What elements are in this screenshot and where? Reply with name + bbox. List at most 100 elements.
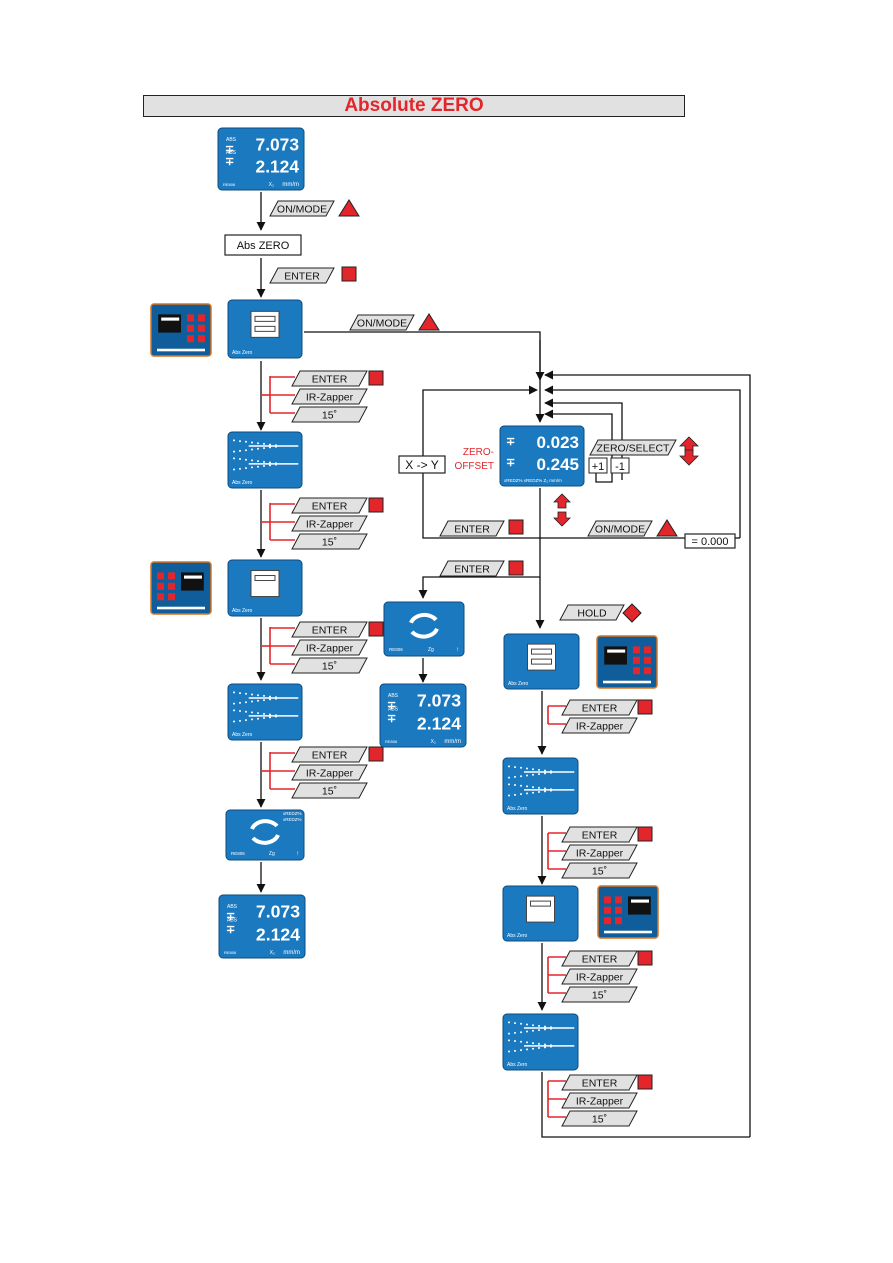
angle-key: 15˚ [291, 533, 368, 550]
device-key [633, 656, 640, 664]
mode-triangle-icon [338, 199, 360, 217]
loop-top-text: xREDZ% [283, 817, 302, 822]
equals-zero-label: = 0.000 [691, 536, 728, 548]
trace-dot [239, 449, 241, 452]
enter-key: ENTER [561, 699, 638, 716]
angle-key: 15˚ [561, 986, 638, 1003]
device-display-line [607, 649, 626, 653]
enter-key: ENTER [291, 370, 368, 387]
trace-dot [514, 784, 516, 787]
device-slot [254, 575, 276, 582]
device-key [187, 314, 194, 322]
trace-dot [275, 697, 277, 700]
corner-text: RE806 [385, 739, 398, 744]
trace-dot [532, 786, 534, 789]
device-key [644, 646, 651, 654]
axis-icon: ∓ [226, 924, 235, 936]
key-label: IR-Zapper [306, 519, 354, 531]
key-label: IR-Zapper [306, 768, 354, 780]
ir-zapper-key: IR-Zapper [561, 968, 638, 985]
menu-box: Abs ZERO [224, 234, 302, 256]
arrow-down-icon [553, 511, 571, 527]
unit-text: mm/m [444, 739, 461, 745]
trace-dot [257, 442, 259, 445]
corner-text: RE806 [223, 182, 236, 187]
device-key [198, 314, 205, 322]
ir-zapper-key: IR-Zapper [561, 844, 638, 861]
offset-bottom: xREDZ% xREDZ% Z₂ mm/m [504, 478, 562, 483]
flow-line [418, 538, 541, 599]
key-shape [561, 1110, 638, 1127]
mode-triangle-icon [656, 519, 678, 537]
trace-dot [239, 719, 241, 722]
trace-dot [233, 720, 235, 723]
hold-diamond-icon [622, 603, 642, 623]
device-icon [250, 570, 280, 598]
trace-dot [239, 467, 241, 470]
screen-footer: Abs Zero [232, 608, 253, 614]
trace-dot [251, 459, 253, 462]
axis-text: X₂ [431, 739, 436, 745]
trace-dot [532, 768, 534, 771]
on-mode-key: ON/MODE [269, 200, 335, 217]
loop-top-text: xREDZ% [283, 811, 302, 816]
key-shape [291, 388, 368, 405]
axis-text: X₂ [269, 182, 274, 188]
corner-text: RE806 [224, 950, 237, 955]
trace-dot [251, 700, 253, 703]
enter-key: ENTER [561, 826, 638, 843]
offset-line2: 0.245 [536, 455, 579, 474]
key-shape [559, 604, 625, 621]
device-display [181, 572, 204, 591]
mode-triangle-icon [418, 313, 440, 331]
device-key [604, 917, 611, 925]
key-shape [291, 657, 368, 674]
device-strip [157, 348, 205, 352]
device-key [157, 582, 164, 590]
enter-key: ENTER [291, 621, 368, 638]
ir-zapper-key: IR-Zapper [291, 388, 368, 405]
angle-key: 15˚ [291, 657, 368, 674]
trace-dot [251, 718, 253, 721]
equals-zero-box: = 0.000 [684, 533, 736, 549]
key-shape [291, 533, 368, 550]
trace-dot [251, 441, 253, 444]
trace-dot [263, 717, 265, 720]
device-display [604, 646, 627, 665]
trace-dot [538, 791, 540, 794]
trace-dot [526, 1030, 528, 1033]
device-strip [603, 680, 651, 684]
ir-zapper-key: IR-Zapper [291, 515, 368, 532]
trace-dot [275, 462, 277, 465]
key-label: ENTER [582, 703, 618, 715]
trace-dot [508, 794, 510, 797]
store-screen: Abs Zero [227, 559, 303, 617]
screen-footer: Abs Zero [232, 732, 253, 738]
key-shape [291, 370, 368, 387]
readout-line1: 7.073 [256, 902, 300, 922]
trace-dot [538, 1042, 540, 1045]
device-thumbnail [150, 561, 212, 615]
key-label: IR-Zapper [576, 721, 624, 733]
trace-dot [544, 1028, 546, 1031]
axis-icon: ∓ [226, 911, 235, 923]
arrow-up-icon [553, 493, 571, 509]
device-key [644, 656, 651, 664]
trace-dot [233, 709, 235, 712]
trace-dot [257, 699, 259, 702]
axis-icon: ∓ [225, 144, 234, 156]
device-key [615, 917, 622, 925]
enter-square-icon [508, 560, 524, 576]
key-shape [291, 782, 368, 799]
enter-square-icon [637, 950, 653, 966]
lcd-frame [379, 683, 467, 748]
axis-icon: ∓ [387, 713, 396, 725]
measure-screen: Abs Zero [227, 431, 303, 489]
key-shape [561, 1074, 638, 1091]
refresh-icon [409, 612, 438, 624]
trace-dot [508, 765, 510, 768]
trace-dot [275, 696, 277, 699]
